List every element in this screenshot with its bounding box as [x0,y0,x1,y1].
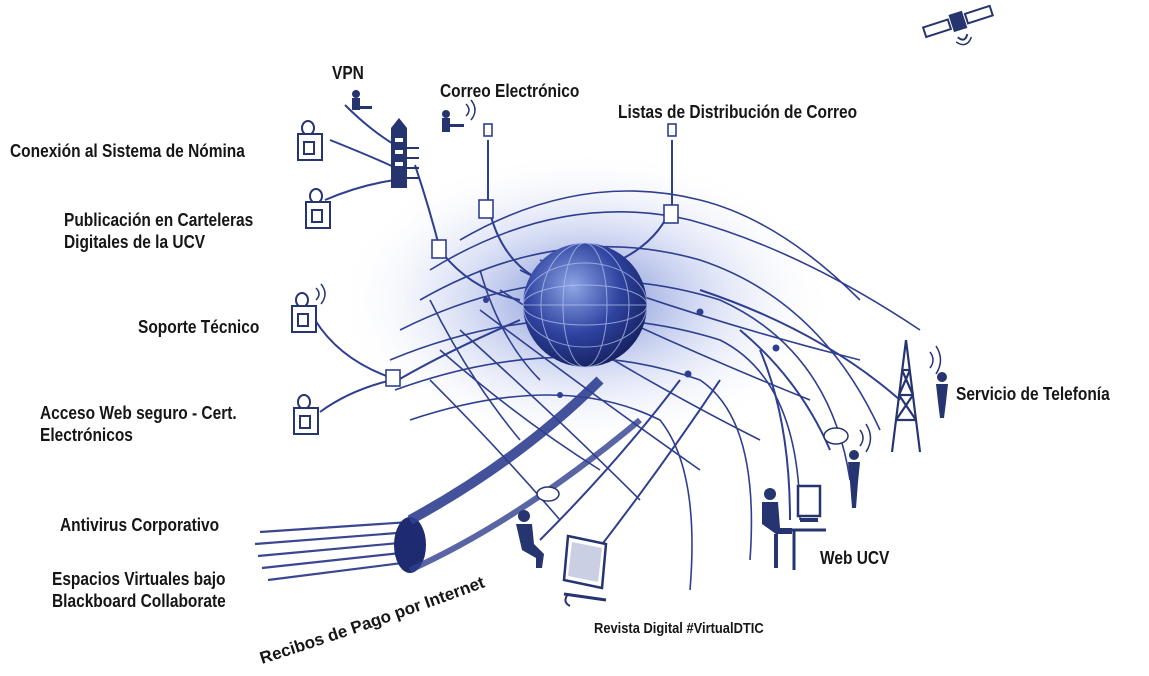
person-phone-icon [848,450,860,508]
antenna-tower-icon [890,339,922,453]
satellite-icon [921,4,995,46]
label-soporte-tecnico: Soporte Técnico [138,317,260,337]
mailbox-icon [297,120,323,161]
label-carteleras-line-1: Publicación en Carteleras [64,210,254,230]
label-correo-electronico: Correo Electrónico [440,81,580,101]
globe-icon [522,242,648,368]
label-recibos-pago: Recibos de Pago por Internet [257,573,487,668]
label-espacios-virtuales: Espacios Virtuales bajo Blackboard Colla… [52,568,226,612]
label-carteleras-digitales: Publicación en Carteleras Digitales de l… [64,209,253,253]
label-acceso-line-1: Acceso Web seguro - Cert. [40,403,237,423]
label-recibos-text: Recibos de Pago por Internet [257,573,487,668]
mailbox-icons [291,120,331,435]
label-antivirus-corporativo: Antivirus Corporativo [60,515,220,535]
label-listas-distribucion: Listas de Distribución de Correo [618,102,858,122]
link-nodes [385,123,679,387]
chat-bubble-icon [536,427,849,502]
person-mail-icon [442,110,464,132]
label-espacios-line-2: Blackboard Collaborate [52,591,226,611]
label-acceso-web-seguro: Acceso Web seguro - Cert. Electrónicos [40,402,237,446]
label-carteleras-line-2: Digitales de la UCV [64,232,206,252]
person-phone-icon [936,372,948,418]
label-servicio-telefonia: Servicio de Telefonía [956,384,1110,404]
person-laptop-icon [352,90,372,110]
service-links [314,104,901,561]
label-web-ucv: Web UCV [820,548,890,568]
router-tower-icon [391,118,419,188]
signal-arcs [315,99,942,453]
label-revista-digital: Revista Digital #VirtualDTIC [594,620,764,637]
mailbox-icon [293,394,319,435]
label-conexion-nomina: Conexión al Sistema de Nómina [10,141,245,161]
label-vpn: VPN [332,63,364,83]
label-espacios-line-1: Espacios Virtuales bajo [52,569,226,589]
desk-computer-icon [762,484,826,570]
mailbox-icon [305,188,331,229]
mailbox-icon [291,292,317,333]
laptop-icon [562,534,608,607]
person-seated-icon [516,510,544,568]
mesh-dots [483,297,780,398]
fiber-cable-icon [254,376,642,582]
label-acceso-line-2: Electrónicos [40,425,133,445]
